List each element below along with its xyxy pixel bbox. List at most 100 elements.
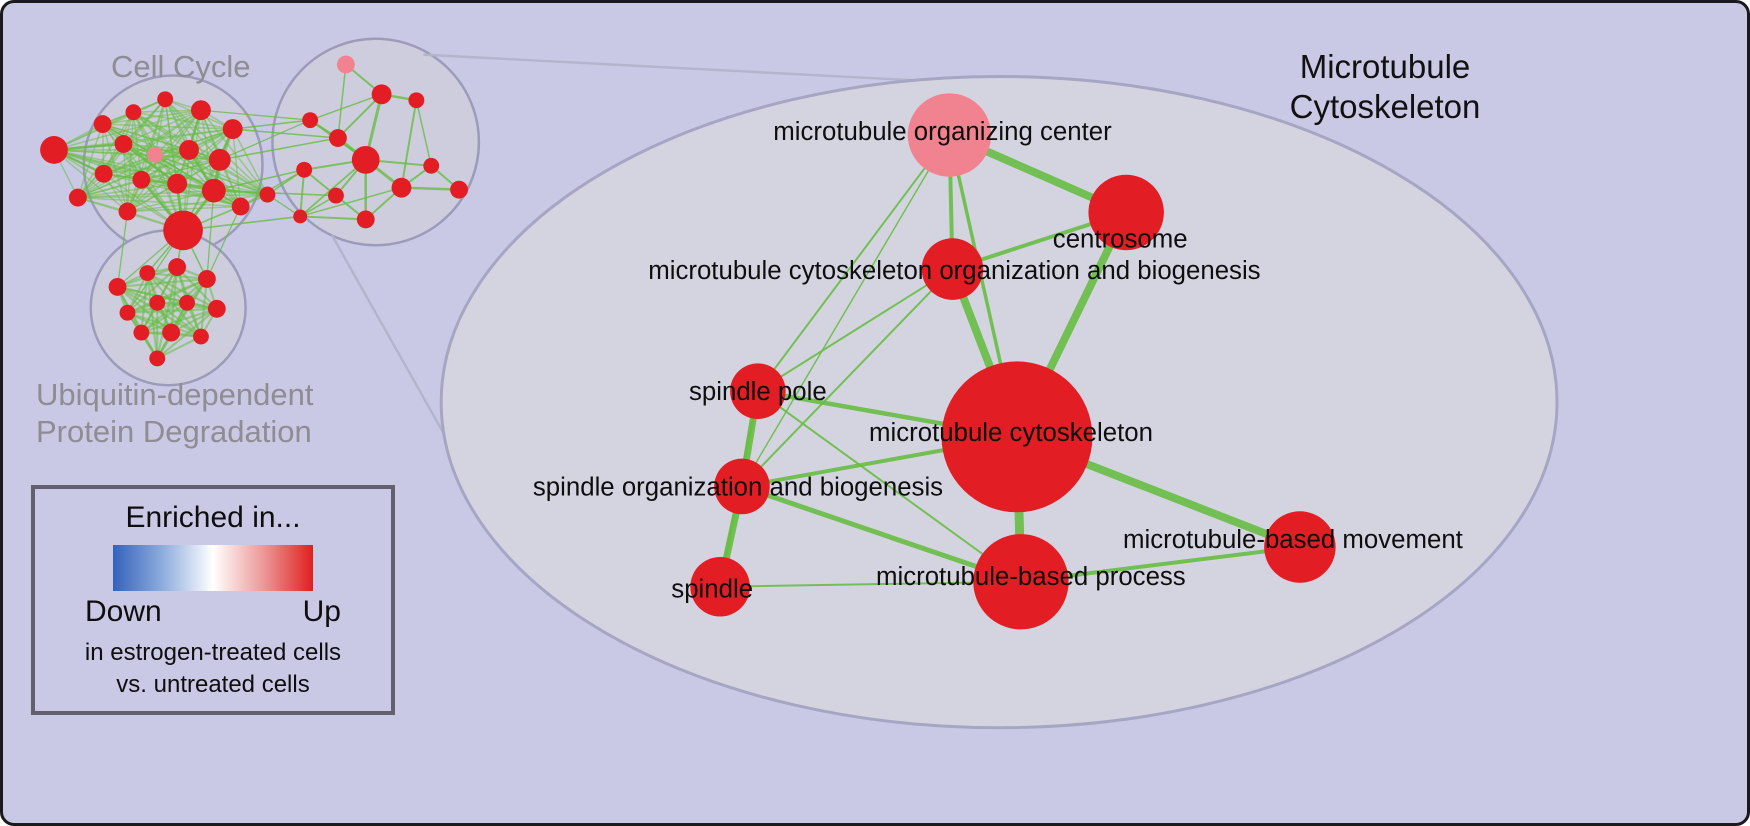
overview-edge — [122, 143, 190, 151]
overview-edge — [140, 178, 242, 208]
overview-node-12[interactable] — [167, 173, 188, 194]
node-microtubule-cytoskeleton[interactable] — [941, 361, 1093, 513]
overview-edge — [116, 210, 129, 288]
overview-node-17[interactable] — [259, 186, 276, 203]
node-microtubule-based-movement[interactable] — [1264, 511, 1336, 583]
overview-node-15[interactable] — [118, 202, 137, 221]
overview-edge — [200, 109, 215, 192]
overview-node-29[interactable] — [328, 187, 344, 204]
overview-node-10[interactable] — [94, 164, 113, 183]
overview-edge — [299, 215, 367, 221]
node-label-microtubule-organizing-center: microtubule organizing center — [773, 118, 1112, 146]
overview-node-33[interactable] — [139, 265, 156, 281]
node-microtubule-cytoskeleton-organization-and-biogenesis[interactable] — [921, 238, 984, 300]
overview-edge — [132, 111, 184, 232]
overview-node-27[interactable] — [450, 180, 468, 199]
overview-node-28[interactable] — [296, 161, 313, 178]
overview-node-13[interactable] — [201, 178, 226, 203]
overview-node-32[interactable] — [108, 277, 127, 296]
node-label-microtubule-cytoskeleton-organization-and-biogenesis: microtubule cytoskeleton organization an… — [648, 257, 1260, 285]
node-spindle[interactable] — [690, 556, 750, 617]
zoom-edge — [739, 483, 1024, 585]
overview-node-3[interactable] — [157, 91, 174, 108]
overview-node-38[interactable] — [179, 294, 195, 311]
overview-edge — [53, 149, 129, 213]
overview-edge — [231, 128, 269, 196]
overview-node-39[interactable] — [207, 299, 226, 318]
overview-node-20[interactable] — [371, 84, 392, 105]
overview-node-40[interactable] — [133, 324, 150, 341]
legend-endpoint-labels: Down Up — [85, 595, 341, 629]
node-label-spindle-pole: spindle pole — [689, 378, 827, 406]
overview-edge — [140, 271, 149, 334]
overview-edge — [206, 189, 215, 280]
overview-node-37[interactable] — [149, 294, 166, 311]
cluster-label-ubiquitin: Ubiquitin-dependent Protein Degradation — [36, 377, 314, 450]
overview-edge — [101, 109, 202, 125]
cluster-label-microtubule-line2: Cytoskeleton — [1289, 88, 1481, 126]
overview-edge — [126, 307, 218, 314]
overview-node-41[interactable] — [162, 323, 181, 342]
overview-edge — [337, 63, 347, 139]
overview-edge — [200, 109, 311, 121]
overview-edge — [77, 109, 202, 199]
overview-edge — [122, 128, 234, 145]
overview-node-7[interactable] — [147, 146, 164, 163]
overview-node-1[interactable] — [93, 115, 112, 134]
node-label-spindle: spindle — [671, 576, 753, 604]
overview-edge — [206, 205, 242, 280]
overview-edge — [182, 109, 202, 232]
overview-node-18[interactable] — [163, 210, 203, 251]
overview-node-6[interactable] — [114, 135, 133, 153]
overview-edge — [170, 265, 179, 334]
overview-edge — [156, 307, 218, 360]
node-label-microtubule-based-process: microtubule-based process — [876, 563, 1186, 591]
node-centrosome[interactable] — [1088, 174, 1164, 251]
node-label-centrosome: centrosome — [1053, 225, 1188, 253]
legend-down-label: Down — [85, 595, 162, 628]
overview-edge — [77, 123, 104, 199]
overview-edge — [126, 189, 215, 213]
overview-node-31[interactable] — [293, 209, 308, 224]
overview-node-19[interactable] — [336, 55, 355, 74]
node-microtubule-organizing-center[interactable] — [907, 93, 992, 177]
overview-node-8[interactable] — [179, 139, 199, 160]
overview-node-22[interactable] — [302, 112, 319, 129]
cluster-label-microtubule-line1: Microtubule — [1299, 48, 1471, 85]
overview-edge — [299, 158, 367, 218]
overview-edge — [102, 159, 221, 175]
overview-node-34[interactable] — [168, 258, 187, 277]
zoom-edge — [741, 134, 951, 488]
overview-node-30[interactable] — [356, 210, 375, 229]
overview-node-35[interactable] — [197, 270, 216, 288]
zoom-edge — [756, 268, 954, 393]
overview-node-9[interactable] — [208, 148, 231, 171]
network-diagram-svg: microtubule organizing center centrosome m… — [40, 37, 1559, 730]
node-spindle-pole[interactable] — [730, 363, 786, 419]
overview-node-5[interactable] — [222, 119, 243, 140]
node-label-spindle-organization-and-biogenesis: spindle organization and biogenesis — [533, 473, 943, 501]
overview-node-21[interactable] — [408, 92, 425, 109]
cluster-outline-microtubule-cytoskeleton-small — [271, 37, 481, 247]
overview-edge — [309, 93, 383, 121]
overview-node-42[interactable] — [192, 328, 209, 345]
overview-node-26[interactable] — [423, 157, 440, 174]
overview-node-24[interactable] — [351, 145, 380, 174]
node-label-microtubule-cytoskeleton: microtubule cytoskeleton — [869, 419, 1153, 447]
node-spindle-organization-and-biogenesis[interactable] — [714, 458, 770, 515]
node-microtubule-based-process[interactable] — [973, 534, 1069, 630]
overview-node-23[interactable] — [328, 129, 347, 147]
overview-node-36[interactable] — [119, 304, 136, 321]
overview-edge — [77, 193, 269, 199]
overview-node-11[interactable] — [132, 170, 151, 189]
overview-node-2[interactable] — [125, 104, 142, 121]
overview-node-16[interactable] — [231, 197, 250, 216]
overview-node-4[interactable] — [191, 100, 211, 121]
overview-edge — [77, 111, 135, 199]
overview-edge — [126, 193, 269, 213]
overview-node-43[interactable] — [149, 350, 166, 367]
overview-node-0[interactable] — [40, 136, 68, 164]
overview-node-14[interactable] — [68, 188, 87, 207]
overview-edge — [77, 182, 178, 199]
overview-node-25[interactable] — [391, 177, 412, 198]
